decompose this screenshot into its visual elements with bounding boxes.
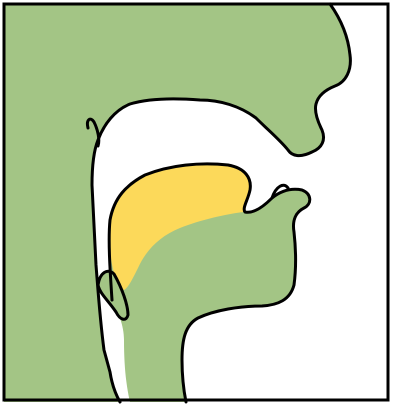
vocal-tract-diagram (0, 0, 397, 406)
